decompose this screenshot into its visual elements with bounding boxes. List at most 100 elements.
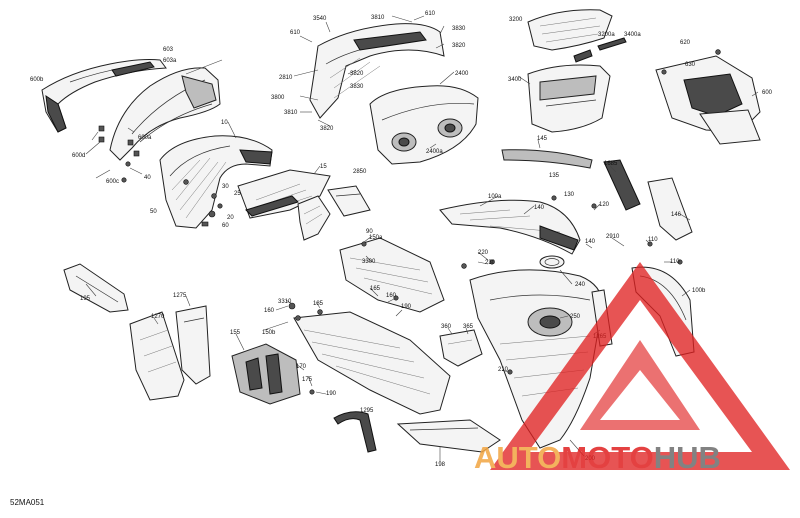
- fasteners-nose: [201, 193, 223, 227]
- callout-600d: 600d: [72, 153, 85, 159]
- callout-3310: 3310: [278, 299, 292, 305]
- callout-610: 610: [425, 11, 436, 17]
- callout-20: 20: [227, 215, 234, 221]
- callout-185: 185: [313, 301, 324, 307]
- watermark-inner-chevron-icon: [580, 340, 700, 430]
- callout-3820-c: 3820: [320, 126, 334, 132]
- part-603-upper-fairing: [109, 67, 221, 161]
- callout-3810-b: 3810: [284, 110, 298, 116]
- watermark-triangle-icon: [490, 262, 790, 470]
- callout-220: 220: [478, 250, 489, 256]
- part-360-clip: [439, 329, 483, 367]
- part-200-body: [469, 269, 603, 449]
- watermark-part-moto: MOTO: [561, 440, 653, 475]
- callout-190-a: 190: [401, 304, 412, 310]
- callout-30: 30: [222, 184, 229, 190]
- part-600-right-panel: [655, 49, 761, 145]
- part-600b-side-fairing: [41, 59, 167, 133]
- callout-1295: 1295: [360, 408, 374, 414]
- callout-100b: 100b: [692, 288, 706, 294]
- callout-603: 603: [163, 47, 174, 53]
- callout-110-b: 110: [670, 259, 680, 265]
- part-100a-fairing: [439, 199, 581, 255]
- callout-2850: 2850: [353, 169, 367, 175]
- watermark-part-auto: AUTO: [474, 440, 561, 475]
- callout-3400a: 3400a: [624, 32, 641, 38]
- callout-210: 210: [498, 367, 509, 373]
- callout-250: 250: [570, 314, 581, 320]
- callout-140-b: 140: [585, 239, 596, 245]
- callout-600c: 600c: [106, 179, 119, 185]
- callout-50: 50: [150, 209, 157, 215]
- part-150a-panel: [339, 237, 445, 313]
- part-15-vented-panel: [237, 169, 331, 219]
- part-2400-headlight: [369, 85, 479, 165]
- callout-3800: 3800: [271, 95, 285, 101]
- callout-25: 25: [234, 191, 241, 197]
- callout-160-b: 160: [264, 308, 275, 314]
- part-3400-glovebox: [527, 64, 611, 133]
- watermark-part-hub: HUB: [654, 440, 721, 475]
- callout-1275: 1275: [173, 293, 187, 299]
- callout-610-b: 610: [290, 30, 301, 36]
- callout-1685: 1685: [604, 161, 618, 167]
- watermark-text: AUTOMOTOHUB: [474, 440, 721, 475]
- callout-40: 40: [144, 175, 151, 181]
- callout-160-a: 160: [386, 293, 397, 299]
- callout-600b: 600b: [30, 77, 44, 83]
- part-3200-lid: [527, 9, 613, 51]
- callout-2910: 2910: [606, 234, 620, 240]
- part-10-nose: [159, 135, 273, 229]
- part-150b-lower-fairing: [288, 302, 451, 415]
- callout-170: 170: [296, 364, 307, 370]
- callout-198: 198: [435, 462, 446, 468]
- callout-135: 135: [549, 173, 560, 179]
- fasteners-left: [98, 125, 140, 183]
- part-1685-panel: [603, 159, 693, 241]
- part-198-trim: [396, 419, 501, 453]
- callout-603a: 603a: [163, 58, 177, 64]
- callout-365: 365: [463, 324, 474, 330]
- part-145-strip: [501, 149, 593, 169]
- callout-2400a: 2400a: [426, 149, 443, 155]
- callout-195: 195: [80, 296, 91, 302]
- watermark-logo: AUTOMOTOHUB: [474, 262, 790, 475]
- callout-120: 120: [599, 202, 610, 208]
- callout-3820-a: 3820: [452, 43, 466, 49]
- callout-130: 130: [564, 192, 575, 198]
- callout-630: 630: [685, 62, 696, 68]
- part-1275-panel: [175, 305, 211, 385]
- callout-110-a: 110: [648, 237, 658, 243]
- callout-2400: 2400: [455, 71, 469, 77]
- callout-90: 90: [366, 229, 373, 235]
- callout-600: 600: [762, 90, 773, 96]
- leader-lines: [85, 15, 759, 462]
- callout-3830-a: 3830: [452, 26, 466, 32]
- part-1270-panel: [129, 311, 185, 401]
- callout-140-a: 140: [534, 205, 545, 211]
- part-195-panel: [63, 263, 129, 313]
- part-240-ring: [539, 255, 565, 269]
- part-3800-frame: [309, 23, 445, 119]
- callout-230: 230: [485, 260, 496, 266]
- callout-165: 165: [370, 286, 381, 292]
- callout-100a: 100a: [488, 194, 502, 200]
- callout-3300: 3300: [362, 259, 376, 265]
- callout-146: 146: [671, 212, 682, 218]
- callout-190-b: 190: [326, 391, 337, 397]
- fasteners-misc: [309, 195, 683, 395]
- document-code: 52MA051: [10, 498, 45, 507]
- callout-175: 175: [302, 377, 313, 383]
- part-155-grille: [231, 343, 301, 405]
- callout-155: 155: [230, 330, 241, 336]
- callout-620: 620: [680, 40, 691, 46]
- part-3300-clip: [297, 195, 331, 241]
- callout-240: 240: [575, 282, 586, 288]
- callout-3830-b: 3830: [350, 84, 364, 90]
- callout-3810: 3810: [371, 15, 385, 21]
- callout-3200a: 3200a: [598, 32, 615, 38]
- callout-15: 15: [320, 164, 327, 170]
- part-1295-strip: [333, 411, 377, 453]
- parts-layer: [41, 9, 761, 453]
